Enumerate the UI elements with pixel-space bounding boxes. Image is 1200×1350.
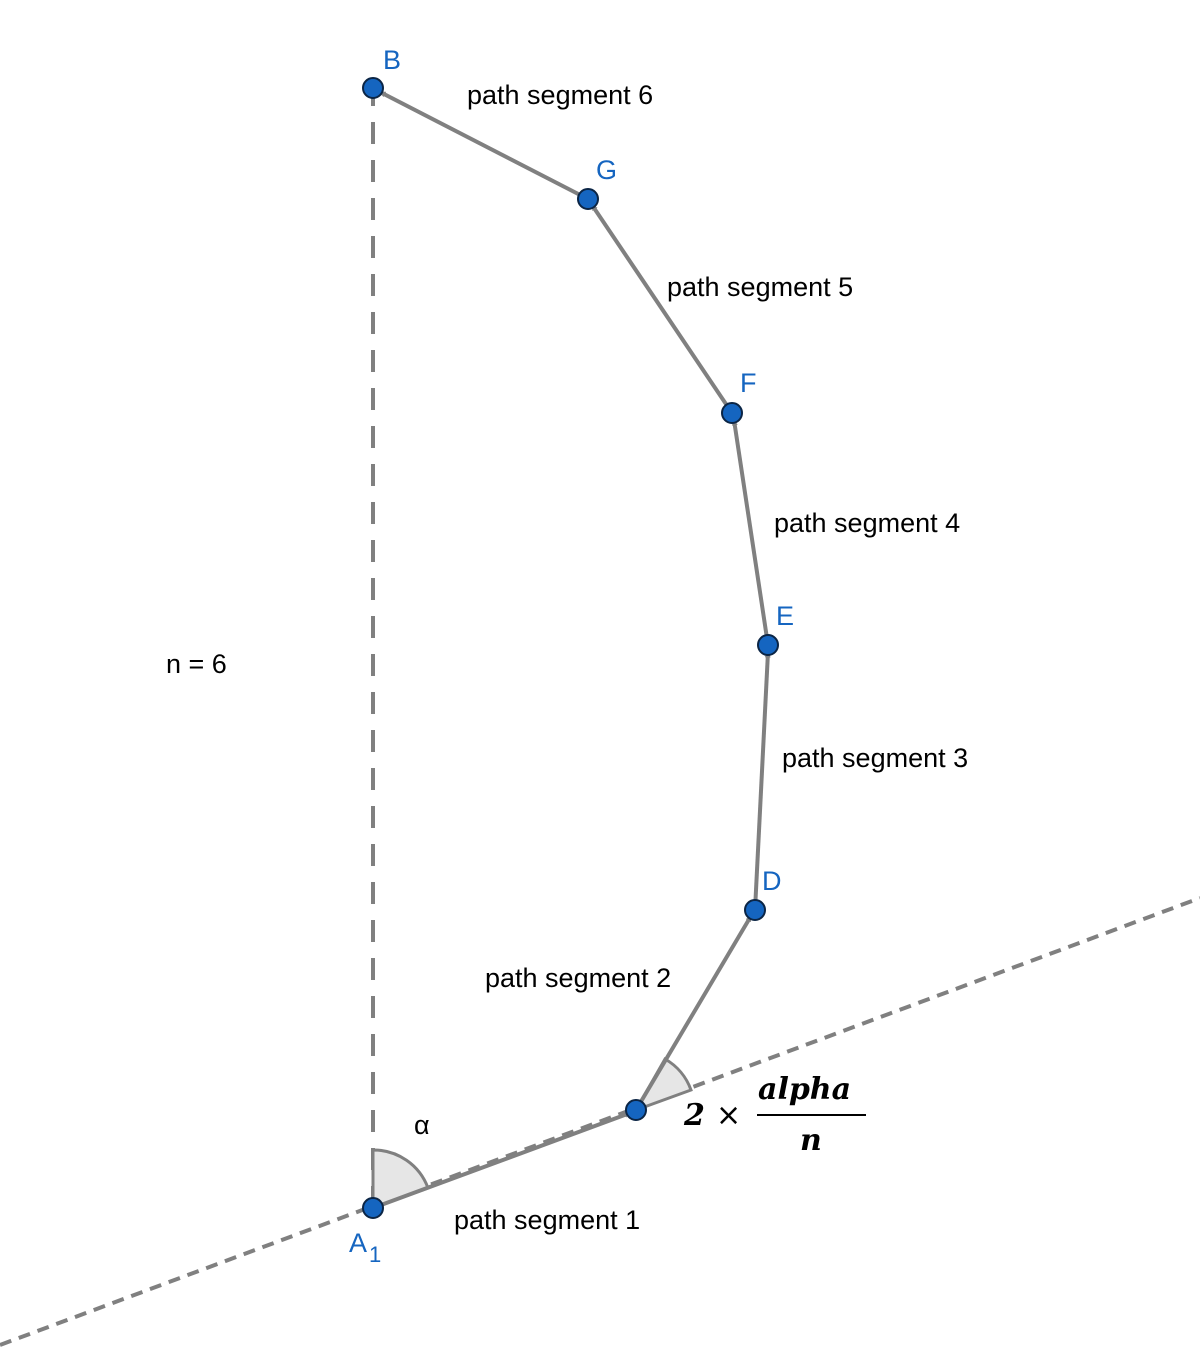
n-value-label: n = 6 [166, 649, 227, 679]
point-A1[interactable] [362, 1197, 384, 1219]
path-segment-4-arrow [731, 419, 770, 646]
label-E: E [776, 601, 794, 631]
label-A1-letter: A [349, 1228, 367, 1258]
tangent-dashed-line [0, 896, 1200, 1347]
label-A1: A1 [349, 1228, 381, 1267]
path-segment-1-arrow [372, 1111, 631, 1210]
point-E[interactable] [757, 634, 779, 656]
turn-angle-formula: 2 × alpha n [683, 1072, 866, 1158]
point-G[interactable] [577, 188, 599, 210]
formula-times: × [716, 1098, 741, 1133]
label-D: D [762, 866, 782, 896]
path-segment-5-arrow [590, 203, 734, 415]
point-F[interactable] [721, 402, 743, 424]
path-segment-6-arrow [379, 90, 589, 201]
segment-label-6: path segment 6 [467, 80, 653, 110]
alpha-label: α [414, 1110, 430, 1140]
formula-denominator: n [800, 1123, 822, 1158]
label-A1-subscript: 1 [369, 1242, 381, 1267]
segment-label-2: path segment 2 [485, 963, 671, 993]
point-D[interactable] [744, 899, 766, 921]
segment-label-1: path segment 1 [454, 1205, 640, 1235]
segment-label-3: path segment 3 [782, 743, 968, 773]
label-G: G [596, 155, 617, 185]
formula-numerator: alpha [758, 1072, 851, 1107]
label-F: F [740, 368, 757, 398]
segment-label-5: path segment 5 [667, 272, 853, 302]
path-segment-3-arrow [753, 651, 771, 911]
alpha-angle-sector [371, 1148, 430, 1211]
point-B[interactable] [362, 77, 384, 99]
segment-label-4: path segment 4 [774, 508, 960, 538]
point-C[interactable] [625, 1099, 647, 1121]
formula-coefficient: 2 [683, 1098, 705, 1133]
path-segment-2-arrow [634, 914, 753, 1112]
label-B: B [383, 45, 401, 75]
